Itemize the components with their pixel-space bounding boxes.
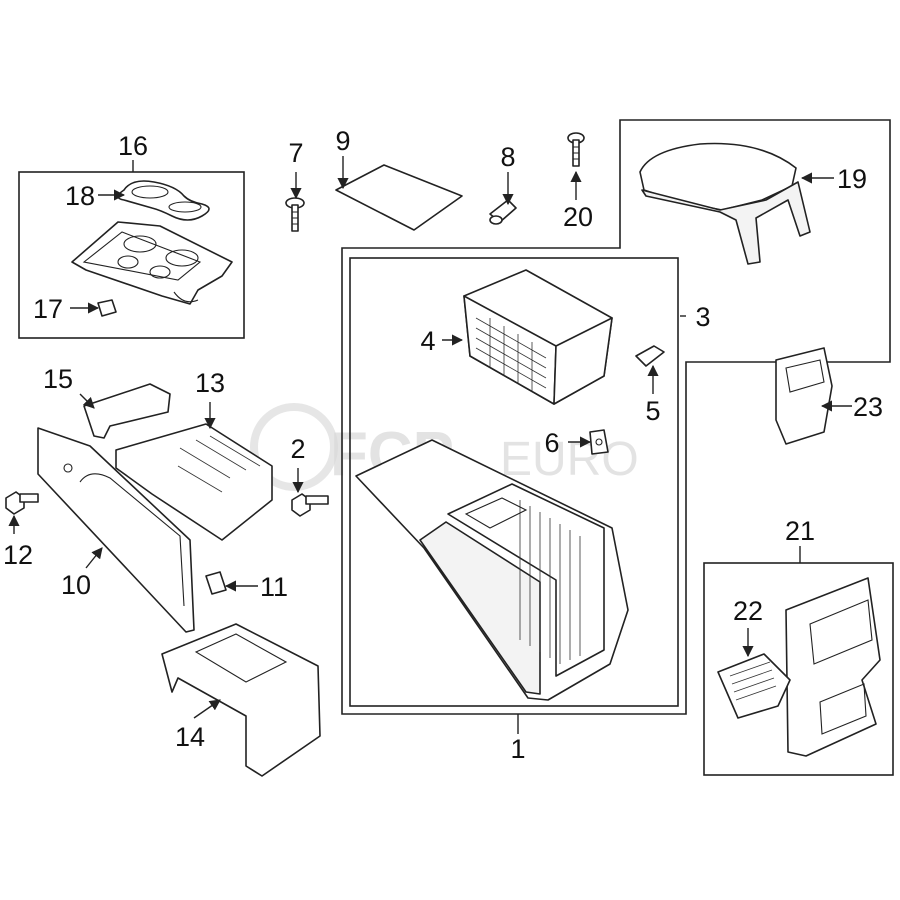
part-vent-duct-23 (775, 347, 833, 445)
part-bolt-2 (291, 493, 329, 517)
part-storage-bin-4 (463, 269, 613, 405)
part-cupholder-16 (71, 221, 233, 305)
part-cupholder-insert-18 (117, 180, 210, 221)
part-bolt-7 (285, 197, 305, 232)
callout-23: 23 (853, 392, 883, 422)
part-clip-5 (635, 345, 665, 367)
frame-assembly-1 (341, 119, 891, 715)
callout-2: 2 (290, 434, 305, 464)
callout-9: 9 (335, 126, 350, 156)
callout-18: 18 (65, 181, 95, 211)
callout-7: 7 (288, 138, 303, 168)
callout-19: 19 (837, 164, 867, 194)
leader-lines (8, 156, 852, 734)
part-side-panel-10 (37, 427, 195, 633)
part-console-body-1 (355, 439, 629, 701)
frame-cupholder-16 (18, 171, 245, 339)
part-connector-8 (489, 199, 517, 225)
callout-22: 22 (733, 596, 763, 626)
part-console-base-13 (115, 423, 273, 541)
part-bolt-12 (5, 491, 39, 515)
callout-14: 14 (175, 722, 205, 752)
part-clip-11 (205, 571, 227, 595)
callout-8: 8 (500, 142, 515, 172)
part-clip-17 (97, 299, 117, 317)
callout-11: 11 (260, 572, 288, 602)
callout-6: 6 (544, 428, 559, 458)
frame-console-box-inner (349, 257, 679, 707)
callout-5: 5 (645, 396, 660, 426)
watermark-suffix: EURO (500, 433, 639, 486)
part-bracket-6 (589, 429, 609, 455)
callout-21: 21 (785, 516, 815, 546)
callout-15: 15 (43, 364, 73, 394)
part-pad-9 (335, 164, 463, 231)
callout-10: 10 (61, 570, 91, 600)
callout-numbers: 16 18 17 7 9 8 20 19 3 4 5 6 23 15 13 2 … (3, 126, 883, 764)
part-armrest-lid-19 (639, 142, 811, 265)
part-rear-panel-21 (785, 577, 881, 757)
frame-rear-panel-21 (703, 562, 894, 776)
callout-16: 16 (118, 131, 148, 161)
part-support-frame-14 (161, 623, 321, 777)
callout-4: 4 (420, 326, 435, 356)
callout-3: 3 (695, 302, 710, 332)
callout-12: 12 (3, 540, 33, 570)
part-vent-22 (717, 653, 791, 719)
callout-17: 17 (33, 294, 63, 324)
callout-1: 1 (510, 734, 525, 764)
callout-13: 13 (195, 368, 225, 398)
part-bracket-15 (83, 383, 171, 439)
part-screw-20 (567, 132, 585, 167)
callout-20: 20 (563, 202, 593, 232)
